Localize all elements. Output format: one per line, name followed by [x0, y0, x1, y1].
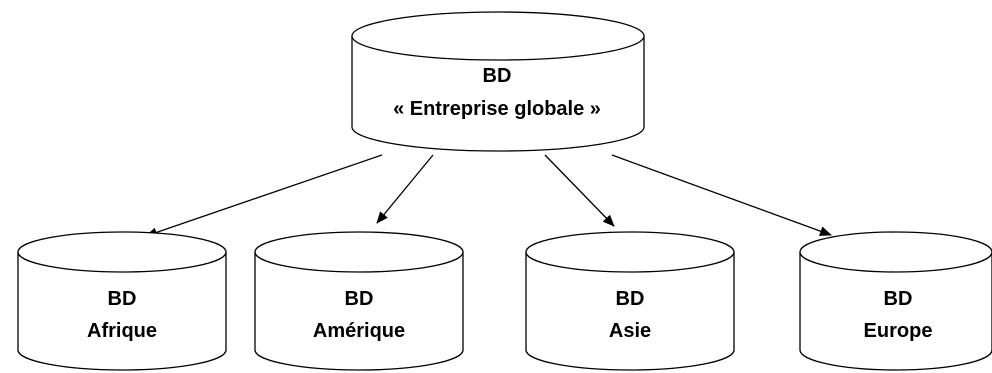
arrow-to-afrique [145, 154, 383, 238]
database-afrique: BD Afrique [17, 231, 227, 371]
database-amerique: BD Amérique [254, 231, 464, 371]
root-database-line1: BD [483, 65, 512, 87]
root-database: BD « Entreprise globale » [351, 11, 645, 152]
database-europe: BD Europe [799, 231, 992, 371]
database-asie: BD Asie [525, 231, 735, 371]
database-asie-line1: BD [616, 288, 645, 310]
database-amerique-line2: Amérique [313, 320, 405, 342]
database-europe-line2: Europe [864, 320, 933, 342]
arrow-to-asie [544, 154, 615, 227]
database-amerique-line1: BD [345, 288, 374, 310]
database-afrique-line2: Afrique [87, 320, 157, 342]
arrow-to-europe [611, 154, 832, 236]
database-asie-line2: Asie [609, 320, 651, 342]
database-afrique-line1: BD [108, 288, 137, 310]
root-database-line2: « Entreprise globale » [393, 98, 601, 120]
database-europe-line1: BD [884, 288, 913, 310]
arrow-to-amerique [376, 154, 434, 224]
